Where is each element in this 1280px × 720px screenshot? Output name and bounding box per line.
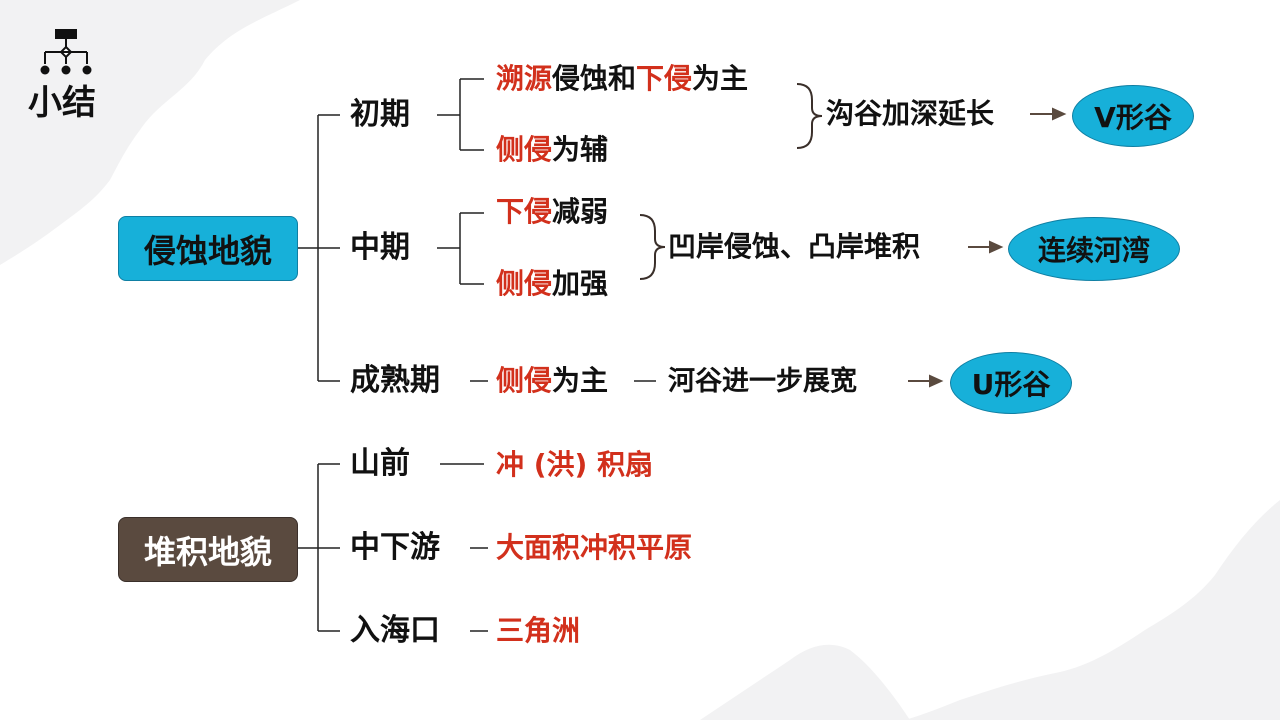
stage-middle-label: 中期 [350, 230, 410, 265]
early-r1-a: 溯源 [496, 62, 553, 95]
deposition-landform-box: 堆积地貌 [118, 517, 298, 582]
early-result: 沟谷加深延长 [826, 97, 995, 130]
brace-middle [639, 214, 666, 280]
middle-result: 凹岸侵蚀、凸岸堆积 [668, 230, 921, 263]
hierarchy-icon [40, 29, 92, 75]
deposition-item-label-3: 入海口 [350, 613, 440, 648]
middle-landform-ellipse: 连续河湾 [1008, 217, 1180, 281]
early-landform-ellipse: V形谷 [1072, 85, 1194, 147]
mature-landform-ellipse: U形谷 [950, 352, 1072, 414]
mature-result: 河谷进一步展宽 [668, 366, 857, 397]
deposition-item-value-2: 大面积冲积平原 [496, 531, 693, 564]
early-row-1: 溯源侵蚀和下侵为主 [496, 65, 748, 93]
mountain-top-left [0, 0, 300, 265]
stage-early-label: 初期 [350, 97, 410, 132]
brace-early [796, 83, 823, 149]
deposition-item-label-2: 中下游 [350, 530, 440, 565]
deposition-item-label-1: 山前 [350, 446, 410, 481]
mature-row-1: 侧侵为主 [496, 367, 608, 395]
middle-r2-a: 侧侵 [496, 267, 553, 300]
deposition-item-value-3: 三角洲 [496, 614, 581, 647]
early-r1-b: 侵蚀和 [552, 62, 637, 95]
stage-mature-label: 成熟期 [350, 363, 440, 398]
early-r2-a: 侧侵 [496, 133, 553, 166]
mountain-bottom-center [700, 644, 910, 720]
middle-row-2: 侧侵加强 [496, 270, 608, 298]
slide-title: 小结 [28, 83, 96, 123]
middle-row-1: 下侵减弱 [496, 198, 608, 226]
middle-r2-b: 加强 [552, 267, 609, 300]
mature-r1-a: 侧侵 [496, 364, 553, 397]
middle-r1-a: 下侵 [496, 195, 553, 228]
early-r1-d: 为主 [692, 62, 749, 95]
early-r2-b: 为辅 [552, 133, 609, 166]
erosion-landform-box: 侵蚀地貌 [118, 216, 298, 281]
deposition-item-value-1: 冲 (洪) 积扇 [496, 448, 654, 481]
mountain-bottom-right [905, 500, 1280, 720]
mature-r1-b: 为主 [552, 364, 609, 397]
early-row-2: 侧侵为辅 [496, 136, 608, 164]
middle-r1-b: 减弱 [552, 195, 609, 228]
early-r1-c: 下侵 [636, 62, 693, 95]
